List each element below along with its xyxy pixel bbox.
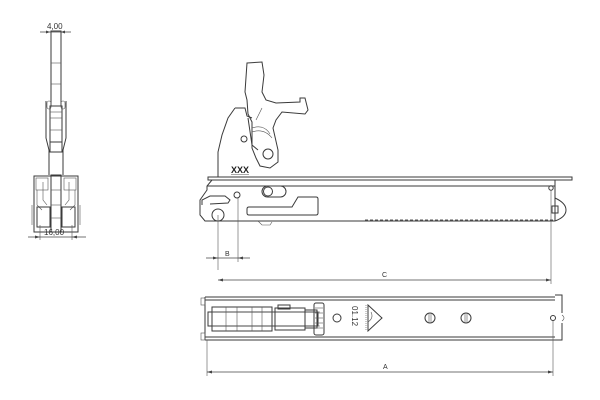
screw-icon	[424, 312, 436, 324]
dimension-label-4mm: 4,00	[47, 22, 63, 31]
side-view: XXX B	[199, 61, 573, 284]
stamp-code: 01.12	[350, 306, 359, 327]
end-view: 4,00 16,0	[28, 22, 86, 240]
dimension-label-a: A	[383, 364, 388, 371]
dimension-label-b: B	[225, 251, 230, 258]
screw-icon	[460, 312, 472, 324]
dimension-b: B	[206, 198, 250, 270]
dimension-16mm: 16,00	[28, 225, 86, 240]
dimension-4mm: 4,00	[40, 22, 71, 34]
dimension-c: C	[218, 190, 552, 284]
top-view: 01.12 A	[200, 294, 565, 376]
dimension-label-16mm: 16,00	[44, 228, 65, 237]
part-mark: XXX	[231, 165, 249, 175]
dimension-a: A	[206, 321, 554, 376]
dimension-label-c: C	[382, 272, 387, 279]
